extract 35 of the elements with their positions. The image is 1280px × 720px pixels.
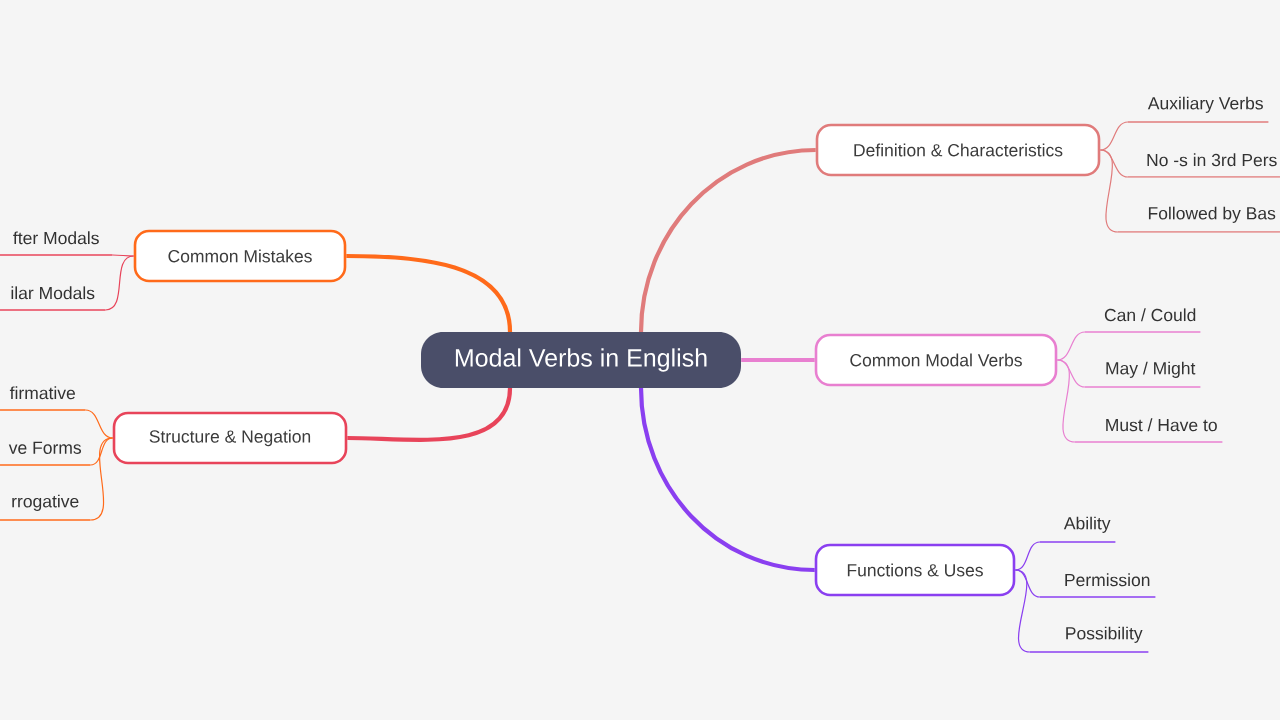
subtopic-label: Ability bbox=[1063, 516, 1111, 533]
branch-line bbox=[1099, 121, 1129, 151]
branch-line bbox=[1014, 541, 1041, 571]
branch-line bbox=[84, 409, 114, 439]
subtopic-label: Can / Could bbox=[1104, 308, 1196, 322]
branch-line bbox=[104, 255, 135, 311]
subtopic-label: ve Forms bbox=[8, 441, 82, 454]
topic-box: Structure & Negation bbox=[112, 411, 348, 465]
subtopic-label: ilar Modals bbox=[11, 286, 95, 300]
branch-line bbox=[741, 357, 815, 363]
branch-line bbox=[347, 387, 513, 442]
central-topic: Modal Verbs in English bbox=[421, 332, 741, 388]
branch-line bbox=[638, 147, 816, 333]
branch-line bbox=[638, 387, 815, 573]
subtopic-label: firmative bbox=[9, 386, 75, 400]
branch-line bbox=[111, 254, 135, 257]
branch-line bbox=[1014, 569, 1031, 653]
subtopic-label: Possibility bbox=[1066, 626, 1143, 643]
subtopic-label: No -s in 3rd Pers bbox=[1147, 153, 1277, 167]
subtopic-label: Followed by Bas bbox=[1148, 206, 1276, 223]
subtopic-label: Permission bbox=[1065, 573, 1150, 587]
subtopic-label: fter Modals bbox=[13, 231, 99, 245]
subtopic-label: Auxiliary Verbs bbox=[1147, 96, 1263, 113]
subtopic-label: May / Might bbox=[1106, 361, 1196, 378]
topic-box: Definition & Characteristics bbox=[815, 123, 1101, 177]
branch-line bbox=[89, 437, 114, 521]
branch-line bbox=[1056, 359, 1076, 443]
branch-line bbox=[1056, 331, 1086, 361]
topic-box: Functions & Uses bbox=[814, 543, 1016, 597]
branch-line bbox=[1099, 149, 1119, 233]
topic-box: Common Mistakes bbox=[133, 229, 347, 283]
subtopic-label: Must / Have to bbox=[1106, 418, 1217, 432]
branch-line bbox=[346, 253, 513, 333]
subtopic-label: rrogative bbox=[12, 494, 79, 511]
topic-box: Common Modal Verbs bbox=[814, 333, 1058, 387]
